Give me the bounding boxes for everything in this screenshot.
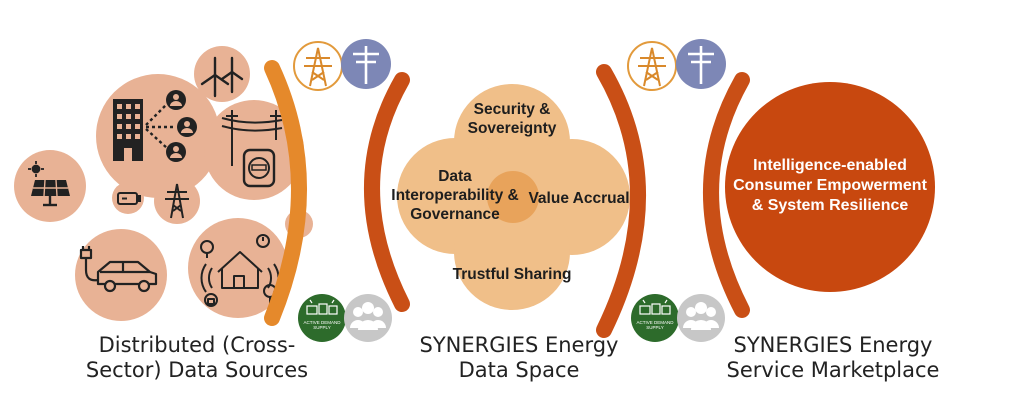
battery-bubble [112, 182, 144, 214]
solar-panel-icon [28, 161, 70, 207]
active-demand-supply-icon-2 [639, 299, 671, 315]
caption-marketplace: SYNERGIES Energy Service Marketplace [726, 333, 940, 382]
building-network-icon [113, 90, 197, 162]
smart-home-bubble [188, 218, 288, 318]
active-demand-supply-icon [306, 299, 338, 315]
petal-core [487, 171, 539, 223]
transmission-tower-badge-icon [304, 47, 332, 87]
right-bracket-arc-inner [703, 72, 750, 318]
transmission-tower-badge-icon-2 [638, 47, 666, 87]
left-bracket-arc-inner [364, 72, 410, 312]
data-sources-cluster [14, 46, 313, 321]
marketplace-circle [725, 82, 935, 292]
petal-trust [454, 194, 570, 310]
utility-pole-icon-2 [688, 46, 714, 84]
petal-label-interop: Data Interoperability & Governance [391, 168, 519, 223]
smart-home-icon [200, 234, 280, 307]
battery-icon [117, 192, 141, 205]
active-demand-supply-badge-2 [631, 294, 679, 342]
tower-bubble [154, 178, 200, 224]
community-badge-2 [677, 294, 725, 342]
petal-label-value: Value Accrual [528, 190, 630, 207]
petal-label-security: Security & Sovereignty [467, 101, 557, 137]
transmission-tower-icon [165, 183, 189, 219]
people-group-icon-2 [683, 302, 719, 330]
caption-data-sources: Distributed (Cross- Sector) Data Sources [85, 333, 309, 382]
ev-bubble [75, 229, 167, 321]
petal-label-trust: Trustful Sharing [452, 266, 572, 283]
data-space-petals [397, 84, 630, 310]
power-line-meter-icon [221, 110, 283, 188]
left-bracket-arc-outer [264, 60, 307, 326]
people-group-icon [350, 302, 386, 330]
caption-data-space: SYNERGIES Energy Data Space [419, 333, 619, 382]
right-bracket-arc-outer [596, 64, 646, 338]
community-badge [344, 294, 392, 342]
grid-badges-left [293, 39, 391, 91]
wind-turbine-icon [200, 56, 244, 98]
electric-vehicle-icon [79, 246, 158, 293]
marketplace-label: Intelligence-enabled Consumer Empowermen… [733, 157, 927, 214]
wind-turbine-bubble [194, 46, 250, 102]
grid-badges-right [627, 39, 726, 91]
utility-pole-icon [353, 46, 379, 84]
